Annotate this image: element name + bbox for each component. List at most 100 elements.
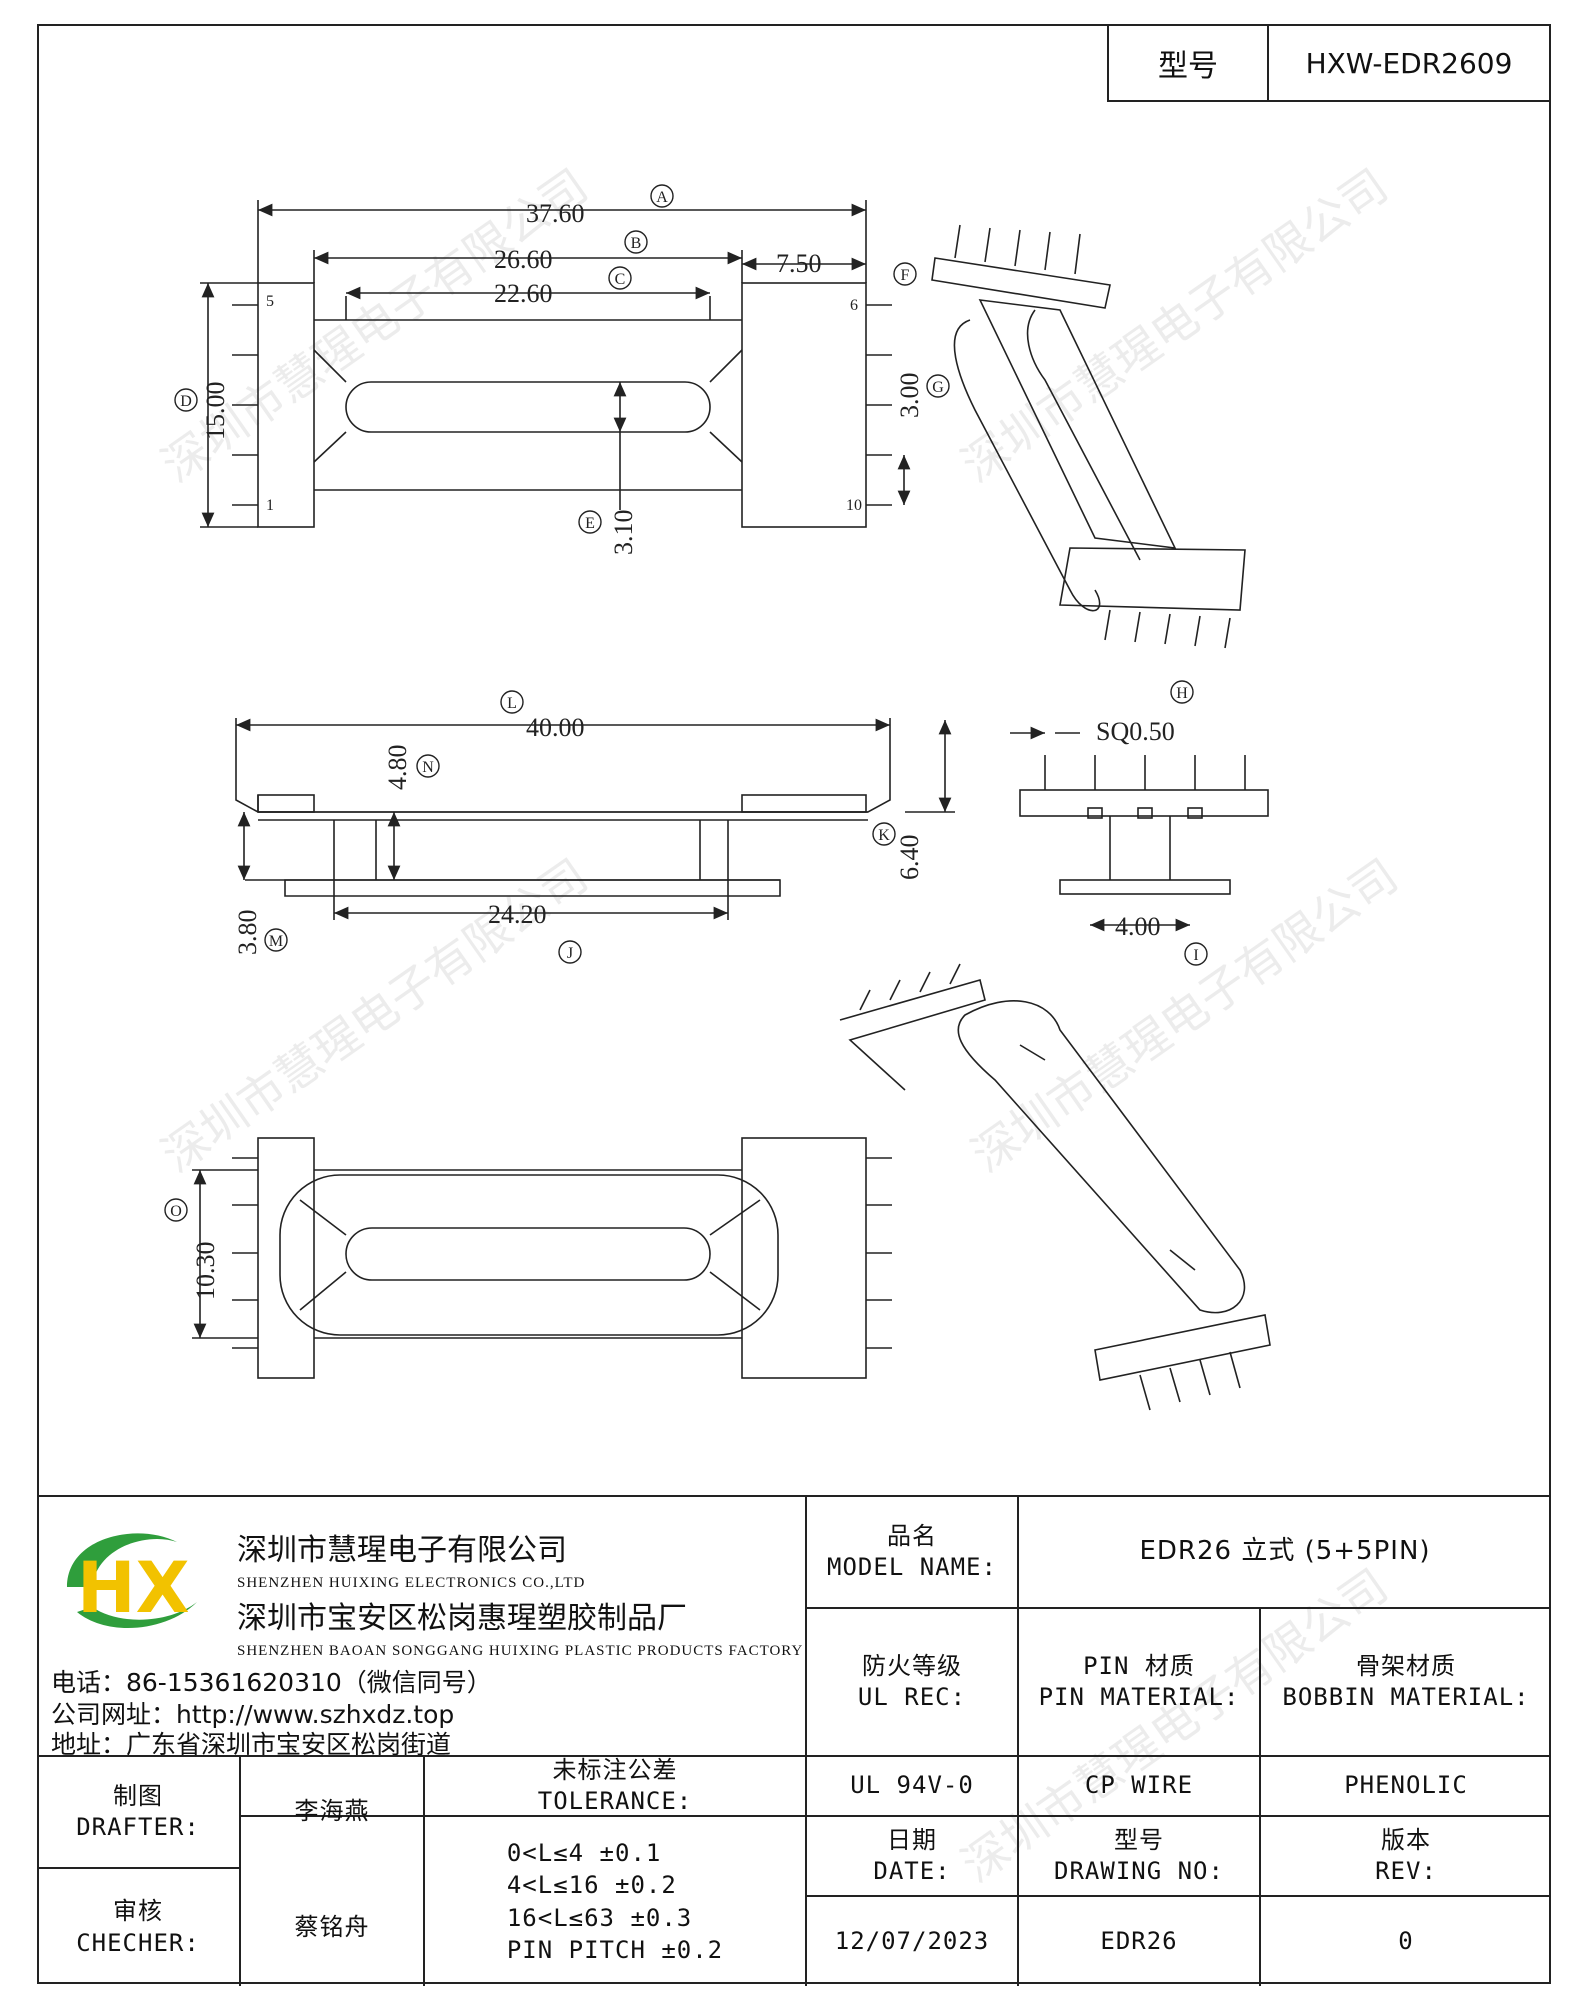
- checker-name: 蔡铭舟: [294, 1912, 370, 1941]
- top-pins-left: [232, 304, 258, 506]
- top-left-flange: [257, 282, 315, 528]
- callout-a: A: [656, 189, 668, 206]
- model-name-label: 品名 MODEL NAME:: [807, 1497, 1017, 1607]
- date-en: DATE:: [873, 1857, 951, 1885]
- side-view: [235, 718, 955, 920]
- callout-g: G: [932, 379, 944, 396]
- dim-i-text: 4.00: [1115, 912, 1161, 941]
- top-pins-right: [866, 304, 892, 506]
- top-center-slot: [345, 381, 711, 433]
- tolerance-cn: 未标注公差: [552, 1755, 678, 1784]
- checker-label: 审核 CHECHER:: [37, 1869, 239, 1986]
- callout-j: J: [567, 945, 573, 962]
- top-right-flange: [741, 282, 867, 528]
- rev-en: REV:: [1375, 1857, 1437, 1885]
- pin-material-label: PIN 材质 PIN MATERIAL:: [1019, 1609, 1259, 1755]
- pin-label-1: 1: [266, 497, 274, 514]
- tolerance-line-2: 4<L≤16 ±0.2: [506, 1871, 677, 1900]
- dim-d-text: 15.00: [201, 382, 230, 441]
- drawing-frame: [37, 24, 1551, 1984]
- bobbin-material-en: BOBBIN MATERIAL:: [1282, 1683, 1530, 1711]
- model-value: HXW-EDR2609: [1305, 46, 1513, 80]
- company-name-en-2: SHENZHEN BAOAN SONGGANG HUIXING PLASTIC …: [237, 1643, 804, 1659]
- bobbin-material-value: PHENOLIC: [1344, 1771, 1468, 1800]
- callout-o: O: [170, 1203, 182, 1220]
- end-view: [1010, 726, 1269, 932]
- dim-n-text: 4.80: [383, 745, 412, 791]
- rev-label: 版本 REV:: [1261, 1817, 1551, 1895]
- dim-l-text: 40.00: [526, 713, 585, 742]
- dim-j-text: 24.20: [488, 900, 547, 929]
- model-label: 型号: [1109, 26, 1269, 100]
- dim-o-text: 10.30: [191, 1242, 220, 1301]
- bottom-center-slot: [345, 1227, 711, 1281]
- logo-text: HX: [77, 1547, 190, 1629]
- bobbin-material-label: 骨架材质 BOBBIN MATERIAL:: [1261, 1609, 1551, 1755]
- callout-m: M: [269, 933, 283, 950]
- drawing-no-label: 型号 DRAWING NO:: [1019, 1817, 1259, 1895]
- drafter-label: 制图 DRAFTER:: [37, 1757, 239, 1867]
- company-info: HX 深圳市慧瑆电子有限公司 SHENZHEN HUIXING ELECTRON…: [37, 1497, 805, 1759]
- drafter-name: 李海燕: [294, 1797, 370, 1826]
- callout-i: I: [1193, 947, 1198, 964]
- callout-n: N: [422, 759, 434, 776]
- company-address: 地址：广东省深圳市宝安区松岗街道: [51, 1730, 452, 1759]
- ul-rec-value: UL 94V-0: [850, 1771, 974, 1800]
- isometric-view-bottom: [839, 963, 1271, 1411]
- isometric-view-top: [931, 224, 1246, 649]
- bobbin-material-cn: 骨架材质: [1356, 1651, 1456, 1680]
- company-logo: HX: [67, 1533, 197, 1629]
- callout-c: C: [615, 271, 626, 288]
- callout-h: H: [1176, 685, 1188, 702]
- date-cn: 日期: [887, 1825, 937, 1854]
- drawing-no-en: DRAWING NO:: [1054, 1857, 1224, 1885]
- ul-rec-en: UL REC:: [857, 1683, 967, 1711]
- dim-f-text: 7.50: [776, 249, 822, 278]
- tolerance-label: 未标注公差 TOLERANCE:: [425, 1755, 805, 1815]
- dim-g-text: 3.00: [895, 373, 924, 419]
- callout-e: E: [585, 515, 595, 532]
- callout-l: L: [507, 695, 517, 712]
- tolerance-line-3: 16<L≤63 ±0.3: [506, 1903, 693, 1932]
- tolerance-values: 0<L≤4 ±0.1 4<L≤16 ±0.2 16<L≤63 ±0.3 PIN …: [425, 1817, 805, 1986]
- callout-f: F: [901, 267, 910, 284]
- bottom-view: [192, 1137, 892, 1379]
- model-name-cn: 品名: [887, 1521, 937, 1550]
- ul-rec-label: 防火等级 UL REC:: [807, 1609, 1017, 1755]
- tolerance-line-4: PIN PITCH ±0.2: [506, 1935, 724, 1964]
- date-label: 日期 DATE:: [807, 1817, 1017, 1895]
- drawing-no-cn: 型号: [1114, 1825, 1164, 1854]
- callout-k: K: [878, 827, 890, 844]
- drawing-no-value: EDR26: [1100, 1926, 1178, 1955]
- company-name-cn-1: 深圳市慧瑆电子有限公司: [237, 1533, 567, 1568]
- checker-en: CHECHER:: [76, 1928, 200, 1957]
- tolerance-line-1: 0<L≤4 ±0.1: [506, 1838, 662, 1867]
- callout-b: B: [631, 235, 642, 252]
- callout-d: D: [180, 393, 192, 410]
- ul-rec-cn: 防火等级: [862, 1651, 962, 1680]
- dim-b-text: 26.60: [494, 245, 553, 274]
- title-block: HX 深圳市慧瑆电子有限公司 SHENZHEN HUIXING ELECTRON…: [37, 1495, 1551, 1986]
- dim-m-text: 3.80: [233, 910, 262, 956]
- dim-e-text: 3.10: [609, 510, 638, 556]
- tolerance-en: TOLERANCE:: [537, 1787, 693, 1815]
- pin-label-10: 10: [846, 497, 862, 514]
- pin-label-6: 6: [850, 297, 858, 314]
- dim-h-text: SQ0.50: [1096, 717, 1175, 746]
- drafter-cn: 制图: [113, 1781, 163, 1810]
- pin-material-cn: PIN 材质: [1083, 1651, 1195, 1680]
- rev-value: 0: [1398, 1926, 1414, 1955]
- dim-k-text: 6.40: [895, 835, 924, 881]
- company-name-cn-2: 深圳市宝安区松岗惠瑆塑胶制品厂: [237, 1601, 687, 1636]
- company-name-en-1: SHENZHEN HUIXING ELECTRONICS CO.,LTD: [237, 1575, 586, 1591]
- drafter-en: DRAFTER:: [76, 1813, 200, 1841]
- pin-material-value: CP WIRE: [1084, 1771, 1194, 1800]
- date-value: 12/07/2023: [834, 1926, 990, 1955]
- company-phone: 电话：86-15361620310（微信同号）: [51, 1668, 492, 1697]
- model-name-value: EDR26 立式 (5+5PIN): [1139, 1536, 1431, 1567]
- checker-cn: 审核: [113, 1897, 163, 1926]
- dim-a-text: 37.60: [526, 199, 585, 228]
- pin-label-5: 5: [266, 293, 274, 310]
- dim-c-text: 22.60: [494, 279, 553, 308]
- rev-cn: 版本: [1381, 1825, 1431, 1854]
